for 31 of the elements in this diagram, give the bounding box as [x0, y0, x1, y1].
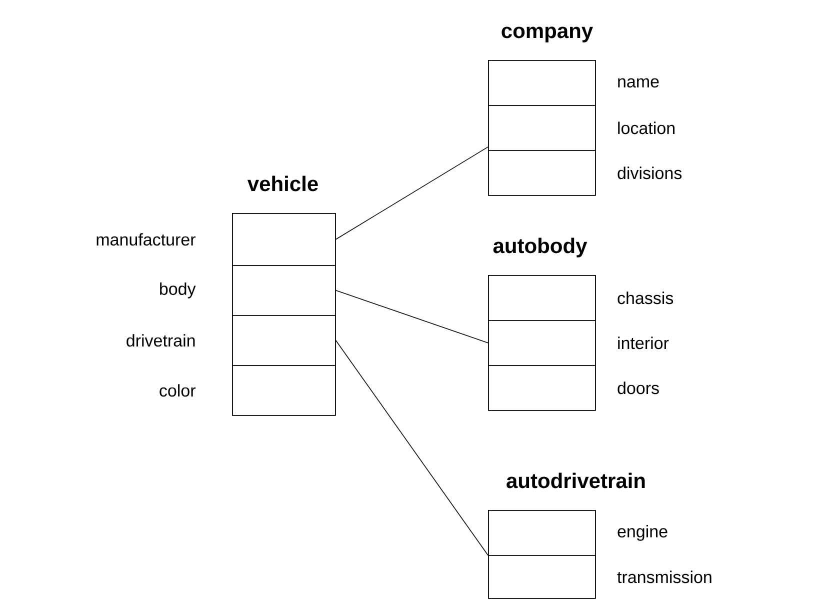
- node-label: company: [502, 26, 593, 42]
- field-cell: [488, 555, 596, 599]
- field-cell: [488, 510, 596, 556]
- field-cell: [488, 365, 596, 411]
- field-label: chassis: [618, 292, 674, 304]
- field-cell: [232, 365, 336, 416]
- node-label: autobody: [493, 238, 588, 258]
- field-cell: [232, 315, 336, 366]
- field-label: color: [160, 384, 196, 397]
- field-label: interior: [618, 336, 669, 350]
- field-label: location: [618, 122, 674, 134]
- field-label: transmission: [617, 570, 712, 584]
- field-cell: [488, 150, 596, 196]
- field-cell: [488, 320, 596, 366]
- field-label: divisions: [618, 166, 682, 180]
- field-cell: [232, 265, 336, 316]
- field-cell: [488, 60, 596, 106]
- field-label: drivetrain: [126, 334, 195, 347]
- field-label: doors: [618, 382, 659, 394]
- field-label: name: [618, 78, 659, 88]
- connector-line: [335, 340, 488, 556]
- connector-line: [335, 146, 488, 240]
- field-label: body: [160, 282, 196, 298]
- field-cell: [488, 275, 596, 321]
- field-cell: [232, 213, 336, 266]
- field-cell: [488, 105, 596, 151]
- connector-line: [335, 290, 488, 344]
- field-label: manufacturer: [96, 233, 196, 246]
- node-label: autodrivetrain: [506, 472, 645, 488]
- field-label: engine: [618, 524, 668, 541]
- node-label: vehicle: [247, 176, 318, 192]
